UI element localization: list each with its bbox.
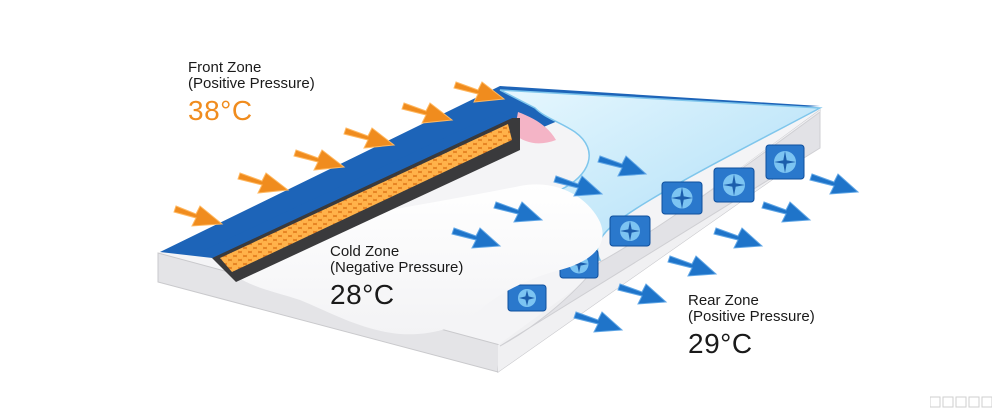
cool-arrow-icon: [713, 227, 764, 249]
fan-icon: [713, 167, 755, 203]
fan-icon: [765, 144, 805, 180]
cool-arrow-icon: [493, 201, 544, 223]
rear-zone-name: Rear Zone: [688, 292, 759, 309]
rear-wall: [498, 110, 821, 372]
watermark-logo: [930, 396, 992, 408]
filter-top-edge: [200, 112, 512, 258]
fan-icon: [609, 215, 651, 247]
warm-arrow-icon: [237, 172, 290, 194]
cold-zone-label: Cold Zone (Negative Pressure) 28°C: [330, 244, 463, 309]
cool-arrow-icon: [667, 255, 718, 277]
warm-arrow-icon: [401, 102, 454, 124]
cool-arrow-icon: [553, 175, 604, 197]
warm-arrow-icon: [453, 81, 506, 103]
cold-zone-temperature: 28°C: [330, 278, 395, 310]
warm-arrow-icon: [173, 205, 224, 227]
warm-airflow-arrows: [173, 81, 506, 227]
ceiling-torn-edge-pink: [514, 112, 556, 144]
warm-arrow-icon: [293, 149, 346, 171]
cool-arrow-icon: [451, 227, 502, 249]
cool-arrow-icon: [573, 311, 624, 333]
cool-arrow-icon: [617, 283, 668, 305]
front-filter-wall: [200, 112, 520, 282]
cold-zone-area: [220, 184, 603, 335]
cool-airflow-arrows: [451, 155, 860, 333]
cold-zone-name: Cold Zone: [330, 243, 400, 260]
fan-icon: [507, 284, 547, 312]
rear-zone-label: Rear Zone (Positive Pressure) 29°C: [688, 293, 815, 358]
front-zone-pressure: (Positive Pressure): [188, 74, 315, 92]
fan-icon: [661, 181, 703, 215]
warm-arrow-icon: [343, 127, 396, 149]
rear-zone-temperature: 29°C: [688, 327, 753, 359]
front-zone-temperature: 38°C: [188, 94, 253, 126]
cool-arrow-icon: [761, 201, 812, 223]
cool-arrow-icon: [809, 173, 860, 195]
cool-arrow-icon: [597, 155, 648, 177]
cold-zone-pressure: (Negative Pressure): [330, 258, 464, 276]
rear-zone-pressure: (Positive Pressure): [688, 307, 815, 325]
front-zone-label: Front Zone (Positive Pressure) 38°C: [188, 60, 315, 125]
front-zone-name: Front Zone: [188, 59, 262, 76]
filter-honeycomb: [220, 124, 512, 272]
